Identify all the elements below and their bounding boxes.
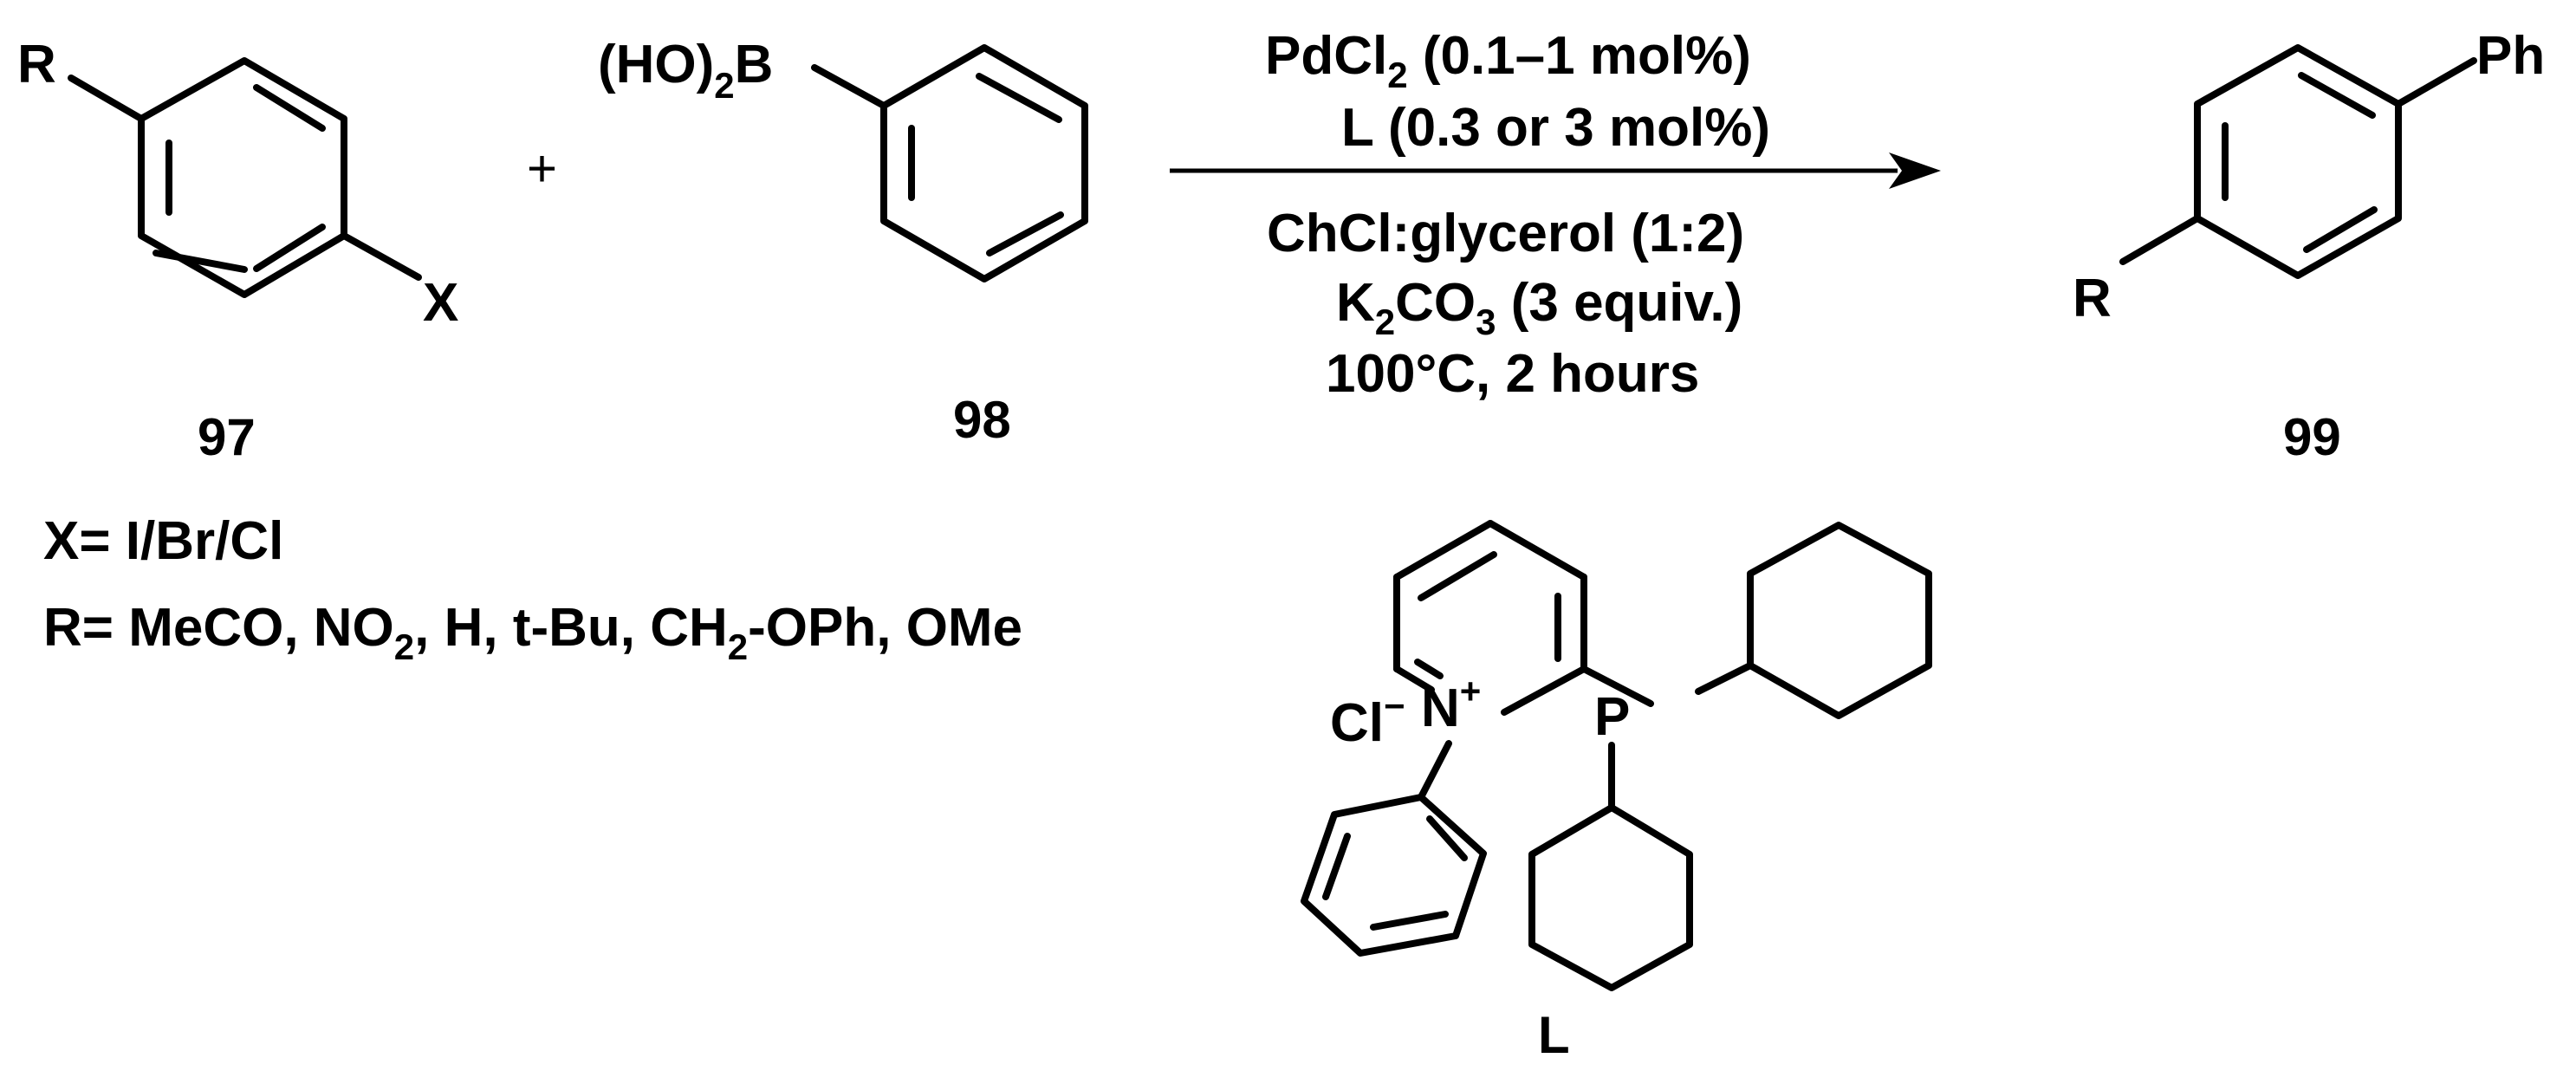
reaction-arrow: [1170, 153, 1941, 189]
compound-98-structure: [811, 44, 1088, 282]
condition-temperature-time: 100°C, 2 hours: [1326, 344, 1699, 404]
ligand-phosphorus-label: P: [1594, 687, 1630, 747]
boronic-atom: B: [735, 35, 774, 94]
condition-solvent: ChCl:glycerol (1:2): [1267, 204, 1744, 263]
legend-x-definition: X= I/Br/Cl: [43, 511, 283, 571]
ligand-structure: [1301, 520, 1932, 991]
compound-97-structure: [68, 57, 422, 298]
ligand-label: L: [1538, 1006, 1570, 1064]
plus-sign: +: [527, 140, 557, 198]
compound-97-r-label: R: [17, 35, 56, 94]
compound-98-boronic-group: (HO)2B: [598, 35, 773, 106]
compound-99-number: 99: [2283, 408, 2341, 466]
boronic-subscript: 2: [714, 65, 734, 106]
condition-ligand-loading: L (0.3 or 3 mol%): [1341, 98, 1770, 158]
ligand-chloride-label: Cl−: [1330, 685, 1405, 753]
condition-catalyst: PdCl2 (0.1–1 mol%): [1265, 26, 1751, 95]
boronic-prefix: (HO): [598, 35, 714, 94]
legend-r-definition: R= MeCO, NO2, H, t-Bu, CH2-OPh, OMe: [43, 598, 1022, 667]
compound-97-x-label: X: [423, 273, 458, 333]
compound-99-r-label: R: [2073, 269, 2112, 328]
compound-99-structure: [2119, 44, 2477, 279]
ligand-nitrogen-label: N+: [1421, 671, 1481, 738]
condition-base: K2CO3 (3 equiv.): [1336, 273, 1742, 342]
compound-98-number: 98: [953, 391, 1011, 449]
compound-97-number: 97: [198, 408, 256, 466]
compound-99-ph-label: Ph: [2476, 26, 2545, 86]
